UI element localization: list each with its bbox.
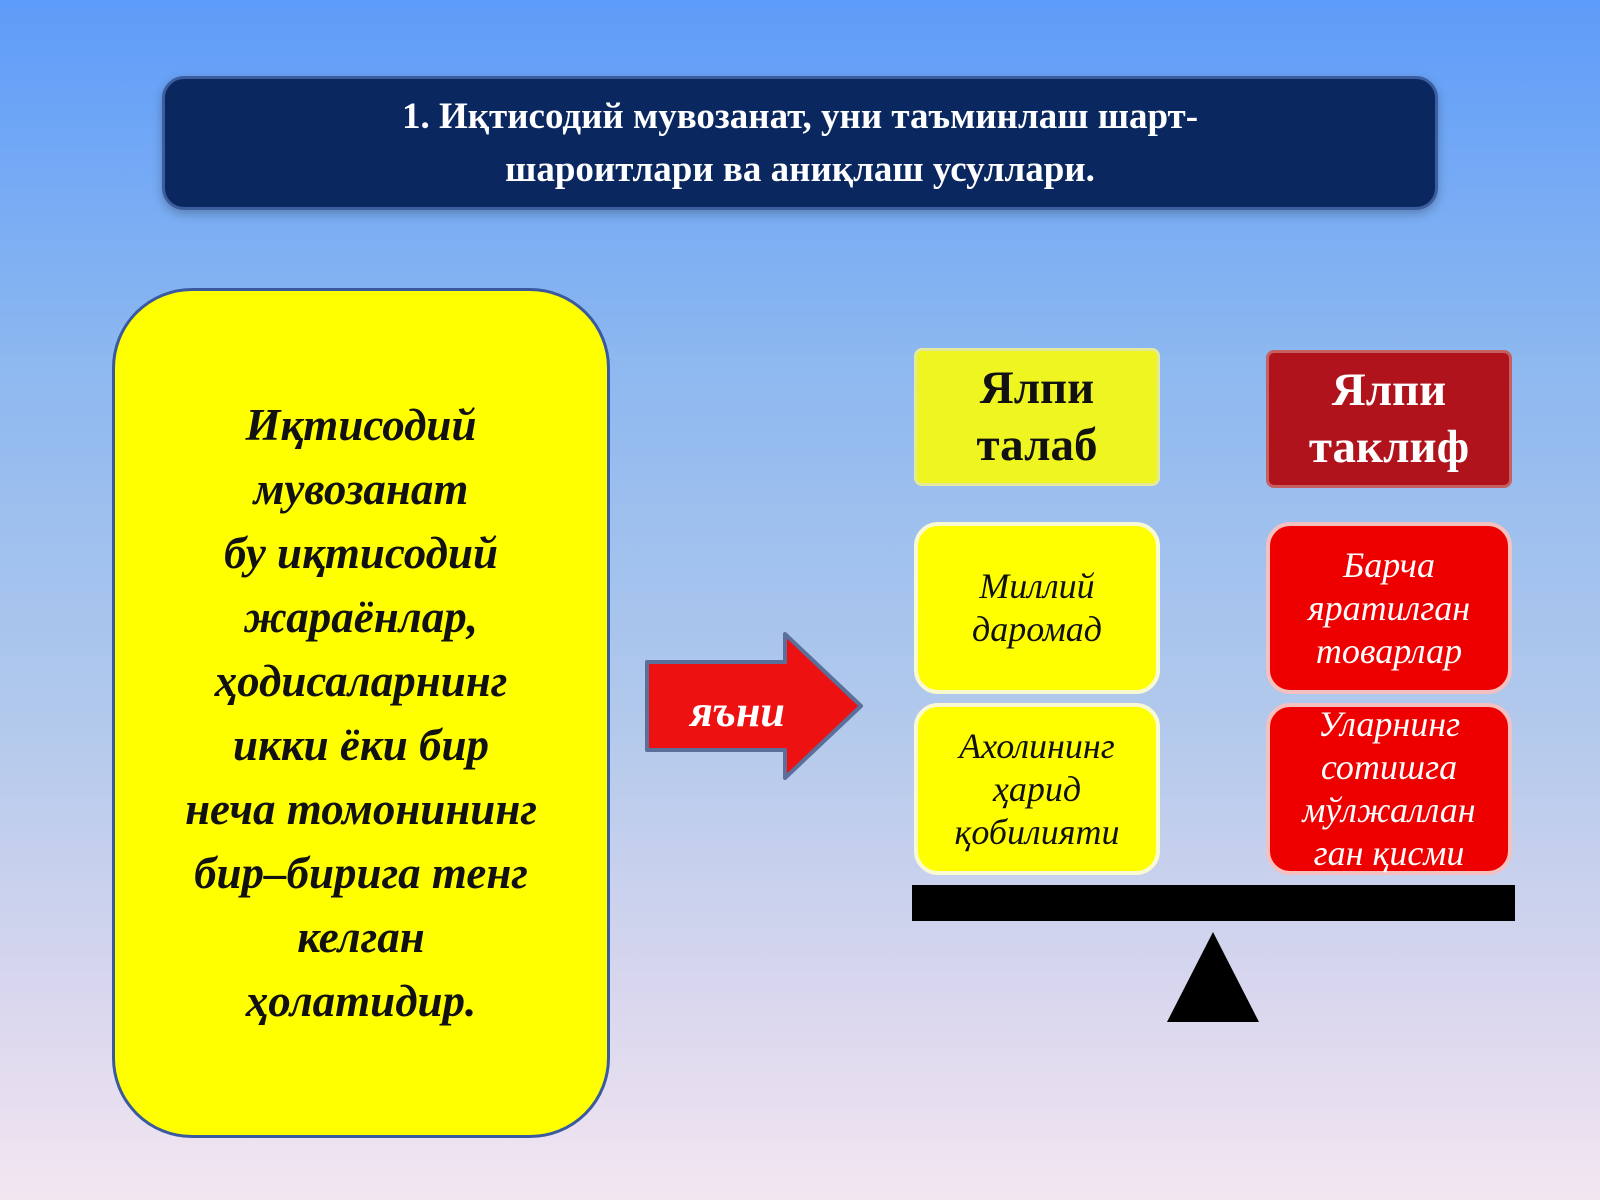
supply-item-goods-for-sale: Уларнинг сотишга мўлжаллан ган қисми bbox=[1266, 703, 1512, 875]
arrow-right-icon bbox=[645, 632, 863, 780]
supply-item-all-goods: Барча яратилган товарлар bbox=[1266, 522, 1512, 694]
aggregate-demand-header: Ялпи талаб bbox=[914, 348, 1160, 486]
arrow-label: яъни bbox=[690, 687, 785, 736]
slide-title: 1. Иқтисодий мувозанат, уни таъминлаш ша… bbox=[401, 96, 1199, 190]
definition-box: Иқтисодий мувозанат бу иқтисодий жараёнл… bbox=[112, 288, 610, 1138]
fulcrum-triangle-icon bbox=[1167, 932, 1259, 1022]
demand-item-purchasing-power: Ахолининг ҳарид қобилияти bbox=[914, 703, 1160, 875]
definition-text: Иқтисодий мувозанат бу иқтисодий жараёнл… bbox=[185, 400, 537, 1026]
demand-item-national-income: Миллий даромад bbox=[914, 522, 1160, 694]
balance-beam bbox=[912, 885, 1515, 921]
title-banner: 1. Иқтисодий мувозанат, уни таъминлаш ша… bbox=[162, 76, 1438, 210]
aggregate-supply-header: Ялпи таклиф bbox=[1266, 350, 1512, 488]
